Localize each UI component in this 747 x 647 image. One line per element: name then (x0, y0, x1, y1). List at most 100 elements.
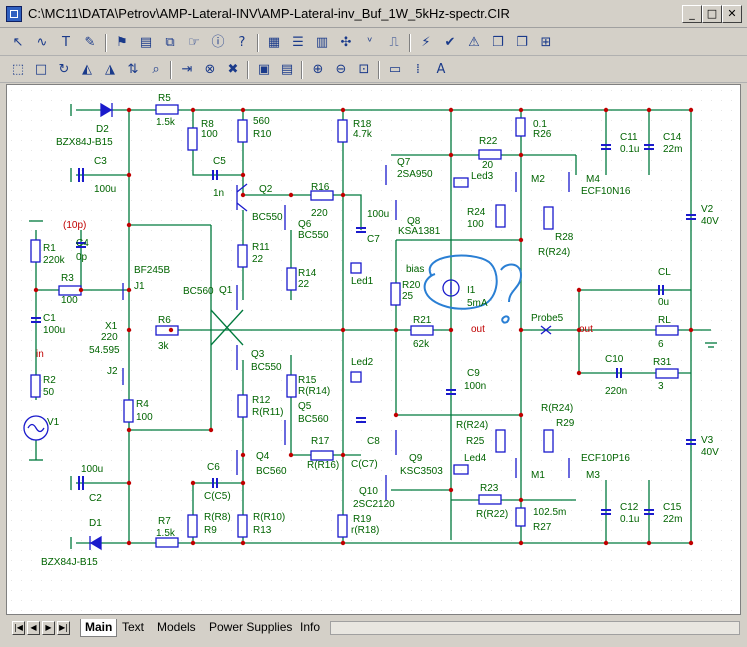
font-icon[interactable]: A (436, 62, 446, 77)
label-m4v: ECF10N16 (581, 186, 631, 197)
label-r8: R8 (201, 119, 214, 130)
app-icon (6, 6, 22, 22)
schematic-drawing[interactable]: D2BZX84J-B15R51.5kR8100560R10R184.7kR222… (7, 85, 740, 614)
node-dot (126, 480, 132, 486)
label-q5v: BC560 (298, 414, 329, 425)
flip-h-icon[interactable]: ◭ (82, 62, 92, 77)
minimize-button[interactable]: _ (682, 5, 702, 23)
node-dot (576, 370, 582, 376)
label-q9v: KSC3503 (400, 466, 443, 477)
components (23, 102, 679, 551)
tab-main[interactable]: Main (80, 619, 118, 637)
grid-icon[interactable]: ▦ (267, 35, 281, 50)
page-icon[interactable]: ❒ (492, 35, 504, 50)
maximize-button[interactable]: □ (702, 5, 722, 23)
node-dot (340, 452, 346, 458)
label-r4: R4 (136, 399, 149, 410)
label-r31: R31 (653, 357, 672, 368)
state-icon[interactable]: ⚠ (468, 35, 480, 50)
book-icon[interactable]: ▤ (139, 35, 153, 50)
label-r21: R21 (413, 315, 432, 326)
stop-icon[interactable]: ⊗ (204, 62, 216, 77)
label-q7v: 2SA950 (397, 169, 433, 180)
label-c7: C7 (367, 234, 380, 245)
label-r22v: 20 (482, 160, 494, 171)
label-r5v: 1.5k (156, 117, 176, 128)
label-q1: Q1 (219, 285, 233, 296)
info-icon[interactable]: ⓘ (211, 35, 225, 50)
toolbar-separator (105, 34, 107, 52)
label-j2: J2 (107, 366, 118, 377)
table-icon[interactable]: ▥ (315, 35, 329, 50)
label-r18: R18 (353, 119, 372, 130)
voltage-icon[interactable]: ᵛ (367, 35, 373, 50)
label-m4: M4 (586, 174, 600, 185)
node-dot (288, 452, 294, 458)
next-sheet-button[interactable]: ▶ (42, 621, 55, 635)
last-sheet-button[interactable]: ▶| (57, 621, 70, 635)
label-x1p: 54.595 (89, 345, 120, 356)
mirror-icon[interactable]: ⇅ (127, 62, 139, 77)
stack2-icon[interactable]: ▤ (280, 62, 294, 77)
label-c10v: 220n (605, 386, 627, 397)
move-icon[interactable]: ⬚ (11, 62, 25, 77)
close-button[interactable]: ✕ (722, 5, 742, 23)
box-icon[interactable]: □ (34, 62, 48, 77)
help-icon[interactable]: ? (238, 35, 246, 50)
select-arrow-icon[interactable]: ↖ (12, 35, 24, 50)
horizontal-scrollbar[interactable] (330, 621, 740, 635)
tab-models[interactable]: Models (157, 620, 196, 634)
power-icon[interactable]: ⚡ (421, 35, 431, 50)
pen-icon[interactable]: ✎ (84, 35, 96, 50)
flip-v-icon[interactable]: ◮ (105, 62, 115, 77)
node-dot (518, 152, 524, 158)
flag-icon[interactable]: ⚑ (116, 35, 128, 50)
label-led2: Led2 (351, 357, 374, 368)
window-icon[interactable]: ⊞ (540, 35, 552, 50)
node-dot (393, 412, 399, 418)
label-q1v: BC560 (183, 286, 214, 297)
label-r12v: R(R11) (252, 407, 283, 418)
label-r11v: 22 (252, 254, 264, 265)
node-dot (518, 237, 524, 243)
wire-icon[interactable]: ∿ (36, 35, 48, 50)
cancel-icon[interactable]: ✖ (227, 62, 239, 77)
main-toolbar: ↖ ∿ T ✎ ⚑ ▤ ⧉ ☞ ⓘ? ▦ ☰ ▥ ✣ ᵛ ⎍ ⚡ ✔ ⚠ ❒ ❐ ⊞ (0, 30, 747, 56)
toolbar-separator (247, 61, 249, 79)
node-dot (518, 412, 524, 418)
step-icon[interactable]: ⇥ (181, 62, 193, 77)
first-sheet-button[interactable]: |◀ (12, 621, 25, 635)
stack-icon[interactable]: ▣ (257, 62, 271, 77)
display-icon[interactable]: ▭ (388, 62, 402, 77)
label-r17: R17 (311, 436, 330, 447)
label-r3: R3 (61, 273, 74, 284)
node-dot (240, 452, 246, 458)
label-r2v: 50 (43, 387, 55, 398)
tab-power-supplies[interactable]: Power Supplies (209, 620, 293, 634)
label-c9: C9 (467, 368, 480, 379)
rotate-icon[interactable]: ↻ (58, 62, 70, 77)
prev-sheet-button[interactable]: ◀ (27, 621, 40, 635)
text-tool-icon[interactable]: T (62, 35, 70, 50)
options-icon[interactable]: ⁞ (415, 62, 421, 77)
node-icon[interactable]: ✣ (340, 35, 352, 50)
copy-icon[interactable]: ❐ (516, 35, 528, 50)
node-dot (393, 327, 399, 333)
label-r31v: 3 (658, 381, 664, 392)
label-d1v: BZX84J-B15 (41, 557, 98, 568)
zoom-out-icon[interactable]: ⊖ (335, 62, 347, 77)
tab-text[interactable]: Text (122, 620, 145, 634)
zoom-in-icon[interactable]: ⊕ (312, 62, 324, 77)
check-icon[interactable]: ✔ (444, 35, 456, 50)
pointer-icon[interactable]: ☞ (188, 35, 200, 50)
node-dot (448, 152, 454, 158)
tab-info[interactable]: Info (300, 620, 321, 634)
zoom-fit-icon[interactable]: ⊡ (358, 62, 370, 77)
label-probe5: Probe5 (531, 313, 564, 324)
current-icon[interactable]: ⎍ (389, 35, 399, 50)
find-icon[interactable]: ⌕ (152, 62, 160, 77)
list-icon[interactable]: ☰ (292, 35, 304, 50)
component-icon[interactable]: ⧉ (165, 35, 175, 50)
